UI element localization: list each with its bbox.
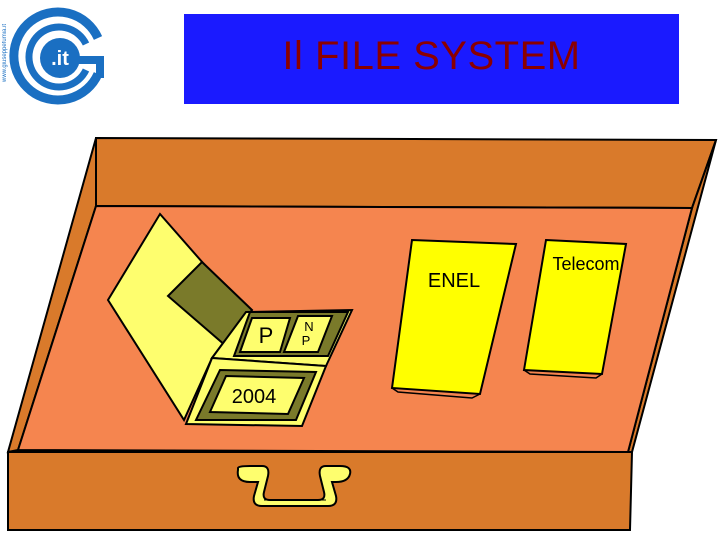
logo-ring-outer xyxy=(9,7,103,105)
site-logo: .it www.giuseppefumia.it xyxy=(0,0,120,110)
logo-g-bar xyxy=(74,56,104,64)
logo-g-stem xyxy=(96,56,104,78)
document-enel-label: ENEL xyxy=(428,270,480,292)
document-telecom-label: Telecom xyxy=(552,254,619,274)
folder-year-label: 2004 xyxy=(232,386,277,408)
folder-tab-np[interactable]: N P xyxy=(282,315,334,353)
title-banner: Il FILE SYSTEM xyxy=(184,14,679,104)
folder-tab-p[interactable]: P xyxy=(238,317,292,353)
briefcase-handle[interactable] xyxy=(236,465,352,507)
briefcase-front xyxy=(7,451,634,531)
logo-graphic: .it xyxy=(9,7,104,105)
folder-year-label-box[interactable]: 2004 xyxy=(208,374,306,416)
folder-tab-np-bottom-label: P xyxy=(302,333,311,348)
folder-tab-np-top-label: N xyxy=(304,319,313,334)
logo-disk xyxy=(40,38,80,78)
logo-text: .it xyxy=(51,48,69,70)
page-title: Il FILE SYSTEM xyxy=(282,33,581,78)
document-enel[interactable]: ENEL xyxy=(390,238,518,399)
briefcase-lid xyxy=(95,136,718,210)
logo-ring-inner xyxy=(25,23,90,91)
document-telecom[interactable]: Telecom xyxy=(522,238,628,379)
folder-tab-p-label: P xyxy=(259,323,274,348)
